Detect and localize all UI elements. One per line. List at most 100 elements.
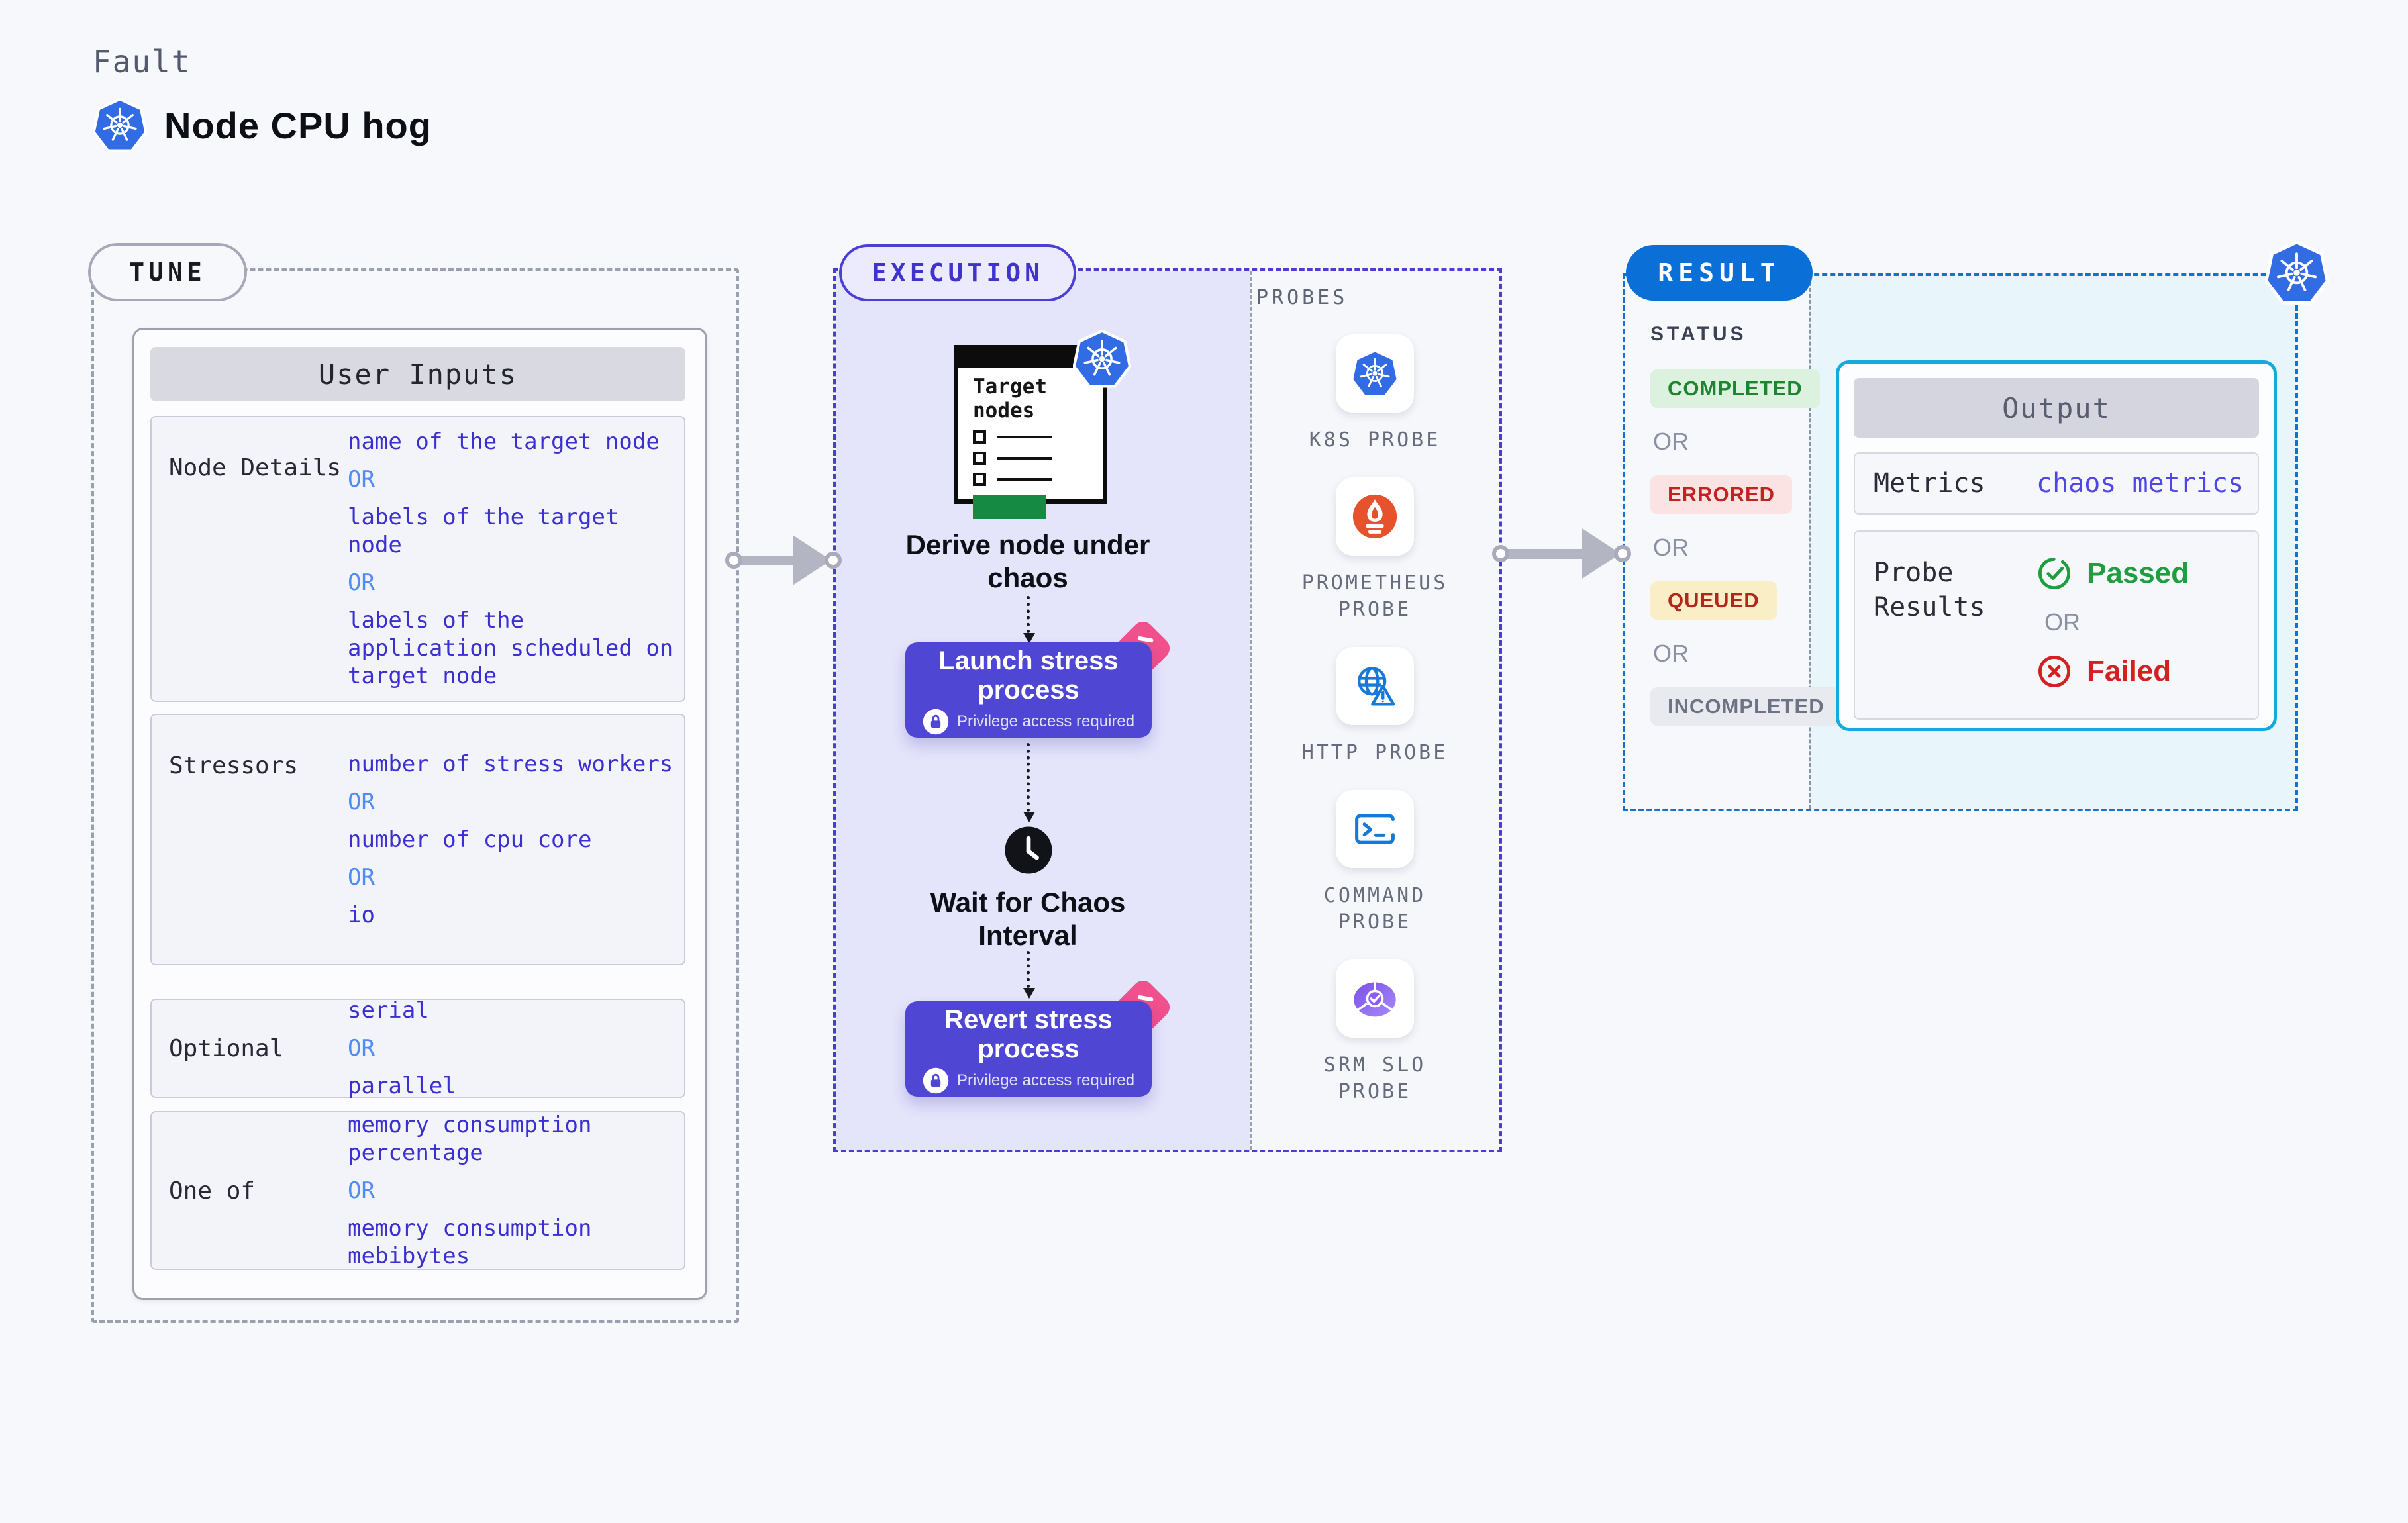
execution-to-result-arrow — [1492, 527, 1631, 580]
user-inputs-header: User Inputs — [150, 347, 685, 401]
or-separator: OR — [1653, 640, 1689, 667]
probe-label: K8S PROBE — [1309, 428, 1441, 452]
or-separator: OR — [348, 789, 375, 815]
probe-label: PROMETHEUS PROBE — [1301, 571, 1448, 621]
status-badge: COMPLETED — [1650, 369, 1820, 408]
privilege-note-text: Privilege access required — [956, 1071, 1135, 1089]
input-option: name of the target node — [348, 428, 660, 455]
row-label: Stressors — [169, 752, 299, 779]
tune-badge: TUNE — [88, 243, 247, 301]
metrics-label: Metrics — [1874, 468, 1985, 499]
checkbox-icon — [973, 452, 986, 465]
user-inputs-card: User Inputs Node Details name of the tar… — [132, 328, 707, 1300]
or-separator: OR — [348, 466, 375, 493]
passed-label: Passed — [2087, 557, 2189, 589]
probe-card — [1336, 790, 1414, 868]
flow-connector-arrow — [1023, 743, 1035, 822]
failed-item: Failed — [2036, 654, 2189, 689]
probe-item: SRM SLO PROBE — [1287, 959, 1463, 1105]
input-option: memory consumption percentage — [348, 1112, 592, 1166]
green-bar — [973, 495, 1046, 519]
checkbox-icon — [973, 430, 986, 444]
row-label: One of — [169, 1177, 256, 1204]
or-separator: OR — [2044, 609, 2080, 636]
kubernetes-icon — [93, 98, 147, 152]
doc-body: Target nodes — [958, 368, 1103, 519]
or-separator: OR — [1653, 428, 1689, 455]
input-option: labels of the application scheduled on t… — [348, 607, 674, 689]
execution-badge: EXECUTION — [839, 244, 1076, 301]
passed-item: Passed — [2036, 556, 2189, 591]
or-separator: OR — [348, 1035, 375, 1061]
flow-connector-arrow — [1023, 596, 1035, 644]
probe-card — [1336, 959, 1414, 1038]
arrow-shaft — [1503, 549, 1594, 559]
kubernetes-icon — [1073, 330, 1131, 388]
privilege-note-text: Privilege access required — [956, 712, 1135, 730]
or-separator: OR — [1653, 534, 1689, 561]
doc-list-item — [973, 473, 1103, 486]
page-title-row: Node CPU hog — [93, 98, 432, 152]
privilege-note: Privilege access required — [923, 709, 1134, 735]
line-placeholder — [997, 457, 1052, 460]
doc-list-item — [973, 452, 1103, 465]
status-title: STATUS — [1650, 323, 1747, 345]
line-placeholder — [997, 436, 1052, 438]
metrics-row: Metrics chaos metrics — [1854, 452, 2259, 515]
result-badge: RESULT — [1626, 245, 1813, 301]
status-badge: INCOMPLETED — [1650, 687, 1842, 726]
row-label: Optional — [169, 1034, 284, 1062]
derive-node-label: Derive node under chaos — [905, 529, 1150, 593]
doc-title: Target nodes — [973, 375, 1047, 422]
probe-item: PROMETHEUS PROBE — [1287, 477, 1463, 623]
probe-list: K8S PROBE PROMETHEUS PROBE HTTP PROBE CO… — [1249, 334, 1501, 1129]
step-title: Launch stress process — [938, 646, 1119, 705]
or-separator: OR — [348, 1177, 375, 1204]
connector-dot — [1492, 545, 1509, 562]
http-icon — [1351, 662, 1399, 710]
input-option: number of cpu core — [348, 826, 592, 853]
privilege-note: Privilege access required — [923, 1067, 1134, 1094]
probe-label: COMMAND PROBE — [1323, 884, 1427, 934]
k8s-icon — [1351, 350, 1399, 397]
checkbox-icon — [973, 473, 986, 486]
lock-icon — [923, 709, 949, 735]
fault-type-label: Fault — [93, 44, 191, 79]
probe-results-label: Probe Results — [1874, 558, 1985, 622]
row-label: Node Details — [169, 454, 342, 481]
metrics-value: chaos metrics — [2036, 468, 2244, 499]
connector-dot — [825, 552, 842, 569]
probe-results-row: Probe Results Passed OR Failed — [1854, 530, 2259, 720]
status-badge: ERRORED — [1650, 475, 1793, 514]
input-option: parallel — [348, 1073, 456, 1099]
step-title: Revert stress process — [944, 1005, 1113, 1063]
prometheus-icon — [1351, 493, 1399, 540]
probe-item: K8S PROBE — [1287, 334, 1463, 454]
flow-connector-arrow — [1023, 951, 1035, 999]
probe-label: SRM SLO PROBE — [1323, 1054, 1427, 1103]
arrow-head — [1023, 812, 1035, 822]
tune-to-execution-arrow — [725, 534, 842, 587]
input-option: io — [348, 902, 375, 928]
wait-interval-label: Wait for Chaos Interval — [930, 887, 1126, 951]
arrow-head — [1023, 633, 1035, 644]
failed-label: Failed — [2087, 655, 2172, 687]
output-header: Output — [1854, 378, 2259, 438]
input-option: memory consumption mebibytes — [348, 1215, 592, 1269]
tune-section-box — [91, 268, 739, 1323]
probe-card — [1336, 647, 1414, 725]
command-icon — [1351, 805, 1399, 853]
probe-item: COMMAND PROBE — [1287, 790, 1463, 936]
input-option: serial — [348, 997, 429, 1024]
probe-label: HTTP PROBE — [1301, 741, 1448, 764]
clock-icon — [1004, 826, 1053, 875]
page-title: Node CPU hog — [164, 104, 432, 146]
output-panel: Output Metrics chaos metrics Probe Resul… — [1836, 360, 2277, 731]
